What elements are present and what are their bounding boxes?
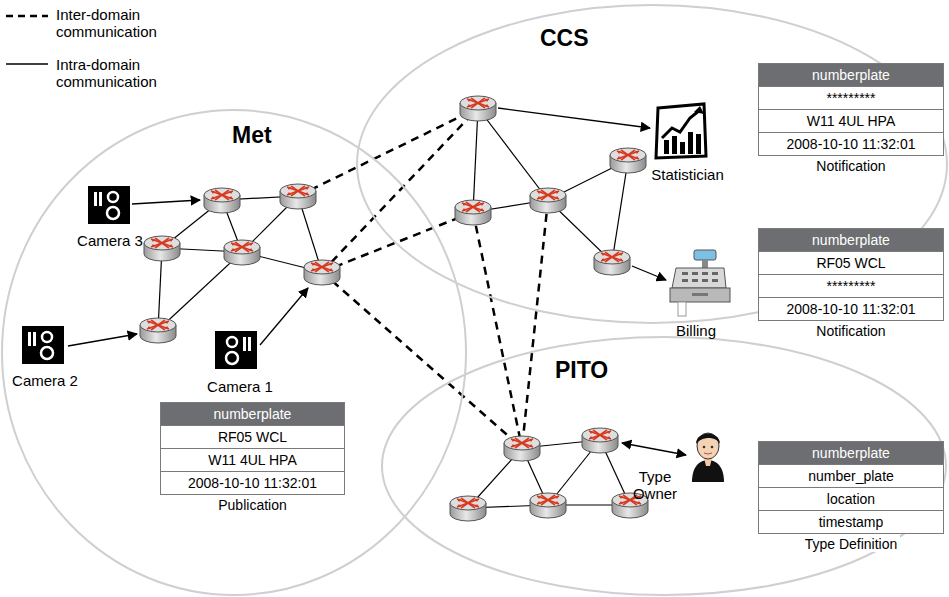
device-label: Camera 2	[12, 372, 78, 389]
table-cell: *********	[758, 87, 944, 110]
device-label-holder: Statistician	[635, 166, 740, 184]
notification-table: numberplateRF05 WCL*********2008-10-10 1…	[758, 228, 944, 339]
domain-region: CCSStatisticiannumberplate*********W11 4…	[355, 3, 949, 325]
device-label-holder: Camera 3	[65, 232, 155, 250]
table-cell: 2008-10-10 11:32:01	[758, 298, 944, 321]
device-label: Camera 1	[207, 378, 273, 395]
device-label: Type Owner	[631, 468, 679, 502]
domain-title: CCS	[540, 25, 589, 51]
table-cell: 2008-10-10 11:32:01	[160, 472, 345, 495]
chart-icon	[656, 104, 706, 158]
device-label: Camera 3	[77, 232, 143, 249]
domain-region: MetCamera 3 Camera 2 Camera 1 numberplateRF…	[0, 108, 468, 597]
type-owner-node: Type Owner	[625, 465, 685, 503]
domain-region: PITO Type Owner numberplatenumber_plateloc…	[380, 335, 948, 597]
billing-node: Billing	[652, 248, 740, 340]
legend-solid-sample	[6, 63, 48, 64]
notification-table: numberplate*********W11 4UL HPA2008-10-1…	[758, 63, 944, 174]
domain-title-holder: PITO	[555, 357, 608, 384]
device-label-holder: Type Owner	[625, 468, 685, 503]
table-header: numberplate	[758, 63, 944, 87]
table-caption: Notification	[813, 158, 888, 174]
domain-title-holder: CCS	[540, 25, 589, 52]
table-caption: Type Definition	[802, 536, 901, 552]
routers	[140, 96, 648, 521]
table-cell: RF05 WCL	[758, 252, 944, 275]
camera-node: Camera 3	[65, 180, 155, 250]
domain-title-holder: Met	[232, 122, 272, 149]
camera-node: Camera 1	[195, 328, 285, 396]
table-caption-holder: Notification	[758, 156, 944, 174]
device-label: Statistician	[651, 166, 724, 183]
statistician-node: Statistician	[635, 100, 740, 184]
table-cell: W11 4UL HPA	[160, 449, 345, 472]
table-cell: 2008-10-10 11:32:01	[758, 133, 944, 156]
table-caption-holder: Publication	[160, 495, 345, 513]
domain-title: PITO	[555, 357, 608, 383]
domain-title: Met	[232, 122, 272, 148]
device-label-holder: Camera 2	[2, 372, 88, 390]
inter-domain-links	[298, 108, 548, 448]
device-label-holder: Camera 1	[195, 378, 285, 396]
table-caption-holder: Type Definition	[758, 534, 944, 552]
table-header: numberplate	[758, 228, 944, 252]
person-icon	[692, 433, 724, 482]
publication-table: numberplateRF05 WCLW11 4UL HPA2008-10-10…	[160, 402, 345, 513]
device-label-holder: Billing	[652, 322, 740, 340]
camera-icons	[22, 186, 257, 369]
table-cell: RF05 WCL	[160, 426, 345, 449]
legend-text: Intra-domain communication	[56, 56, 196, 90]
legend-dashed-sample	[6, 15, 48, 18]
table-cell: location	[758, 488, 944, 511]
intra-domain-links	[158, 108, 630, 508]
table-caption-holder: Notification	[758, 321, 944, 339]
table-header: numberplate	[160, 402, 345, 426]
table-caption: Notification	[813, 323, 888, 339]
cash-register-icon	[670, 250, 730, 316]
table-cell: number_plate	[758, 465, 944, 488]
table-caption: Publication	[215, 497, 290, 513]
camera-node: Camera 2	[2, 322, 88, 390]
table-cell: W11 4UL HPA	[758, 110, 944, 133]
table-header: numberplate	[758, 441, 944, 465]
table-cell: timestamp	[758, 511, 944, 534]
legend-text: Inter-domain communication	[56, 6, 196, 40]
domain-outline	[0, 108, 468, 597]
table-cell: *********	[758, 275, 944, 298]
type-definition-table: numberplatenumber_platelocationtimestamp…	[758, 441, 944, 552]
device-links	[68, 108, 686, 455]
device-label: Billing	[676, 322, 716, 339]
